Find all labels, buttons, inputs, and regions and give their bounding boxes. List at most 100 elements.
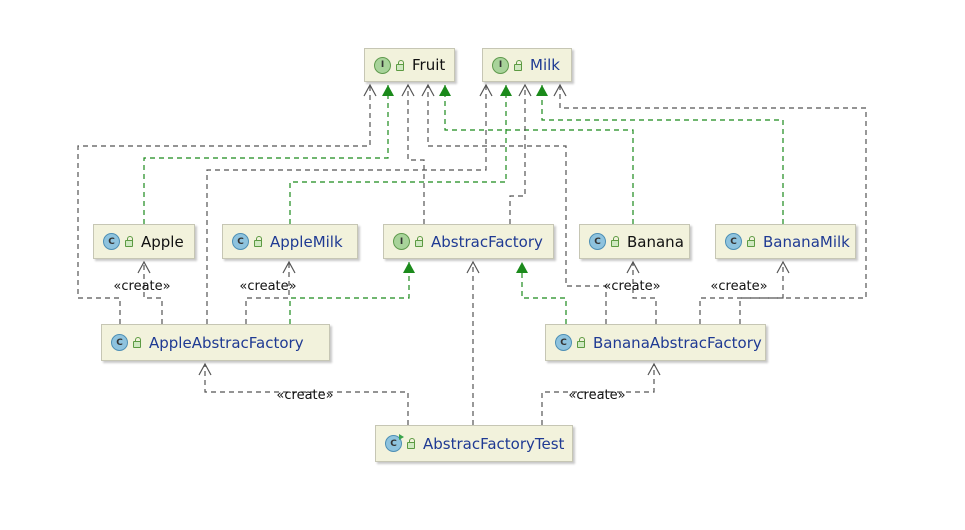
class-name-label: AppleMilk — [270, 232, 343, 251]
class-name-label: BananaMilk — [763, 232, 850, 251]
class-badge-icon: C — [725, 233, 742, 250]
edge-line — [444, 85, 634, 224]
dependency-arrowhead — [553, 83, 567, 97]
edge-implements-applemilk-to-milk[interactable] — [289, 85, 512, 224]
public-visibility-icon — [125, 236, 133, 247]
class-badge-icon: C — [385, 434, 404, 452]
dependency-arrowhead — [137, 260, 151, 274]
edge-line — [143, 85, 389, 224]
edge-line — [77, 85, 371, 324]
edge-implements-banana-to-fruit[interactable] — [439, 85, 634, 224]
class-node-applemilk[interactable]: C AppleMilk — [222, 224, 358, 259]
dependency-arrowhead — [518, 83, 532, 97]
class-node-appleabstracfactory[interactable]: C AppleAbstracFactory — [101, 324, 330, 361]
dependency-arrowhead — [647, 362, 661, 376]
public-visibility-icon — [577, 337, 585, 348]
dependency-arrowhead — [401, 83, 415, 97]
class-name-label: AbstracFactory — [431, 232, 543, 251]
realization-arrowhead — [516, 262, 528, 273]
realization-arrowhead — [382, 85, 394, 96]
edge-line — [632, 262, 657, 324]
edge-implements-bananaabstracfactory-to-abstracfactory[interactable] — [516, 262, 567, 324]
class-name-label: BananaAbstracFactory — [593, 333, 762, 352]
class-badge-icon: C — [589, 233, 606, 250]
public-visibility-icon — [254, 236, 262, 247]
class-badge-icon: C — [555, 334, 572, 351]
create-stereotype-label: «create» — [710, 279, 767, 294]
class-name-label: AppleAbstracFactory — [149, 333, 304, 352]
class-node-bananaabstracfactory[interactable]: C BananaAbstracFactory — [545, 324, 766, 361]
dependency-arrowhead — [776, 260, 790, 274]
edge-depends-bananaabstracfactory-to-fruit[interactable] — [421, 83, 607, 324]
dependency-arrowhead — [466, 260, 480, 274]
edge-line — [245, 262, 290, 324]
edge-line — [559, 85, 867, 324]
realization-arrowhead — [403, 262, 415, 273]
realization-arrowhead — [500, 85, 512, 96]
class-name-label: Banana — [627, 232, 684, 251]
create-stereotype-label: «create» — [113, 279, 170, 294]
class-name-label: Fruit — [412, 56, 446, 74]
dependency-arrowhead — [421, 83, 435, 97]
class-node-abstracfactorytest[interactable]: C AbstracFactoryTest — [375, 425, 573, 462]
edge-create-appleabstracfactory-to-applemilk[interactable]: «create» — [239, 260, 297, 324]
edge-line — [541, 85, 784, 224]
edge-line — [206, 85, 487, 324]
edge-depends-bananaabstracfactory-to-milk[interactable] — [553, 83, 867, 324]
public-visibility-icon — [514, 59, 522, 71]
public-visibility-icon — [611, 236, 619, 247]
public-visibility-icon — [133, 337, 141, 348]
public-visibility-icon — [747, 236, 755, 247]
realization-arrowhead — [439, 85, 451, 96]
create-stereotype-label: «create» — [603, 279, 660, 294]
edge-implements-bananamilk-to-milk[interactable] — [536, 85, 784, 224]
create-stereotype-label: «create» — [239, 279, 296, 294]
edge-depends-abstracfactory-to-fruit[interactable] — [401, 83, 425, 224]
edge-depends-appleabstracfactory-to-milk[interactable] — [206, 83, 493, 324]
dependency-arrowhead — [479, 83, 493, 97]
edge-implements-apple-to-fruit[interactable] — [143, 85, 394, 224]
dependency-arrowhead — [363, 83, 377, 97]
edge-create-bananaabstracfactory-to-bananamilk[interactable]: «create» — [699, 260, 790, 324]
edge-depends-abstracfactorytest-to-abstracfactory[interactable] — [466, 260, 480, 425]
edge-create-abstracfactorytest-to-bananaabstracfactory[interactable]: «create» — [541, 362, 661, 425]
edge-line — [289, 262, 410, 324]
edge-create-bananaabstracfactory-to-banana[interactable]: «create» — [603, 260, 661, 324]
edge-create-abstracfactorytest-to-appleabstracfactory[interactable]: «create» — [198, 362, 409, 425]
edge-line — [521, 262, 567, 324]
interface-badge-icon: I — [374, 56, 391, 74]
class-name-label: Milk — [530, 56, 560, 74]
edge-implements-appleabstracfactory-to-abstracfactory[interactable] — [289, 262, 415, 324]
interface-badge-icon: I — [393, 233, 410, 250]
edge-line — [427, 85, 607, 324]
edge-create-appleabstracfactory-to-apple[interactable]: «create» — [113, 260, 171, 324]
class-node-milk[interactable]: I Milk — [482, 48, 572, 82]
edge-line — [509, 85, 526, 224]
class-node-abstracfactory[interactable]: I AbstracFactory — [383, 224, 554, 259]
edge-depends-abstracfactory-to-milk[interactable] — [509, 83, 532, 224]
class-node-fruit[interactable]: I Fruit — [364, 48, 455, 82]
class-badge-icon: C — [232, 233, 249, 250]
class-name-label: AbstracFactoryTest — [423, 434, 565, 453]
class-badge-icon: C — [111, 334, 128, 351]
class-node-apple[interactable]: C Apple — [93, 224, 195, 259]
edge-line — [407, 85, 425, 224]
class-badge-icon: C — [103, 233, 120, 250]
interface-badge-icon: I — [492, 56, 509, 74]
dependency-arrowhead — [626, 260, 640, 274]
dependency-arrowhead — [282, 260, 296, 274]
public-visibility-icon — [407, 438, 415, 449]
class-node-banana[interactable]: C Banana — [579, 224, 690, 259]
edge-line — [289, 85, 507, 224]
public-visibility-icon — [396, 59, 404, 71]
edge-line — [143, 262, 163, 324]
edge-depends-appleabstracfactory-to-fruit[interactable] — [77, 83, 377, 324]
create-stereotype-label: «create» — [276, 388, 333, 403]
dependency-arrowhead — [198, 362, 212, 376]
class-name-label: Apple — [141, 232, 184, 251]
public-visibility-icon — [415, 236, 423, 247]
class-node-bananamilk[interactable]: C BananaMilk — [715, 224, 856, 259]
realization-arrowhead — [536, 85, 548, 96]
